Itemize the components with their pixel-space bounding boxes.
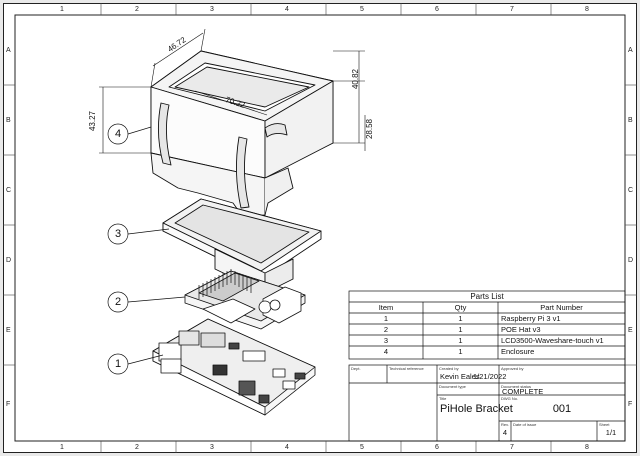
sheet-value: 1/1: [605, 428, 617, 437]
zone-label-top: 2: [135, 6, 139, 13]
parts-list-cell: LCD3500-Waveshare-touch v1: [501, 336, 604, 345]
dimension-lines: [99, 28, 366, 154]
doc-status-value: COMPLETE: [502, 387, 544, 396]
rev-value: 4: [502, 428, 508, 437]
dimension-height-outer: 40.82: [351, 68, 361, 90]
dept-label: Dept.: [351, 366, 361, 371]
zone-label-top: 7: [510, 6, 514, 13]
zone-label-right: F: [628, 401, 633, 408]
zone-label-right: C: [628, 187, 634, 194]
callout-number: 1: [114, 358, 122, 370]
drawing-title: PiHole Bracket: [440, 403, 513, 415]
parts-list-cell: Enclosure: [501, 347, 535, 356]
rev-label: Rev.: [501, 422, 509, 427]
parts-list-cell: POE Hat v3: [501, 325, 541, 334]
raspberry-pi-view: [152, 318, 316, 416]
zone-label-bottom: 8: [585, 444, 589, 451]
zone-label-right: E: [628, 327, 633, 334]
callout-leaders: [107, 123, 186, 375]
zone-label-left: A: [6, 47, 11, 54]
zone-label-top: 6: [435, 6, 439, 13]
zone-label-top: 5: [360, 6, 364, 13]
dwg-no-value: 001: [552, 403, 572, 415]
enclosure-view: [150, 50, 334, 218]
parts-list-cell: 1: [383, 314, 389, 323]
title-label: Title: [439, 396, 447, 401]
parts-list-cell: 1: [458, 347, 463, 356]
parts-list-cell: 1: [458, 336, 463, 345]
tech-ref-label: Technical reference: [389, 366, 424, 371]
drawing-sheet: 1 2 3 4 5 6 7 8 1 2 3 4 5 6 7 8 A B C D …: [3, 3, 637, 453]
lcd-view: [162, 198, 322, 294]
outer-border: [3, 3, 637, 453]
doc-type-label: Document type: [439, 384, 466, 389]
drawing-canvas: [3, 3, 637, 453]
callout-number: 4: [114, 128, 122, 140]
approved-by-label: Approved by: [501, 366, 524, 371]
zone-label-right: D: [628, 257, 634, 264]
zone-label-left: C: [6, 187, 12, 194]
parts-list-cell: 4: [383, 347, 389, 356]
zone-label-right: A: [628, 47, 633, 54]
dwg-no-label: DWG No.: [501, 396, 519, 401]
zone-label-bottom: 6: [435, 444, 439, 451]
zone-label-bottom: 1: [60, 444, 64, 451]
zone-label-left: D: [6, 257, 12, 264]
parts-list-title: Parts List: [470, 292, 504, 301]
zone-ticks: [3, 3, 637, 453]
zone-label-bottom: 5: [360, 444, 364, 451]
zone-label-bottom: 4: [285, 444, 289, 451]
zone-label-top: 4: [285, 6, 289, 13]
zone-label-left: F: [6, 401, 11, 408]
doc-status-label: Document status: [501, 384, 532, 389]
parts-list-cell: 1: [458, 325, 463, 334]
inner-border: [14, 14, 626, 442]
dimension-height-left: 43.27: [88, 110, 98, 132]
zone-label-right: B: [628, 117, 633, 124]
parts-list-header: Item: [378, 303, 394, 312]
zone-label-left: B: [6, 117, 11, 124]
created-date-value: 1/21/2022: [473, 372, 507, 381]
zone-label-top: 8: [585, 6, 589, 13]
parts-list-cell: 3: [383, 336, 389, 345]
parts-list-cell: 2: [383, 325, 389, 334]
zone-label-bottom: 2: [135, 444, 139, 451]
date-issue-label: Date of issue: [513, 422, 537, 427]
title-block-grid: [348, 364, 626, 442]
callout-number: 2: [114, 296, 122, 308]
parts-list-header: Part Number: [540, 303, 583, 312]
callout-number: 3: [114, 228, 122, 240]
created-by-label: Created by: [439, 366, 459, 371]
zone-label-bottom: 3: [210, 444, 214, 451]
dimension-height-inner: 28.58: [365, 118, 375, 140]
zone-label-top: 3: [210, 6, 214, 13]
gpio-pins: [198, 269, 252, 299]
parts-list-header: Qty: [454, 303, 467, 312]
zone-label-top: 1: [60, 6, 64, 13]
sheet-label: Sheet: [599, 422, 610, 427]
zone-label-bottom: 7: [510, 444, 514, 451]
parts-list-grid: [348, 290, 626, 360]
zone-label-left: E: [6, 327, 11, 334]
parts-list-cell: 1: [458, 314, 463, 323]
parts-list-cell: Raspberry Pi 3 v1: [501, 314, 561, 323]
created-by-value: Kevin Eales: [440, 372, 480, 381]
